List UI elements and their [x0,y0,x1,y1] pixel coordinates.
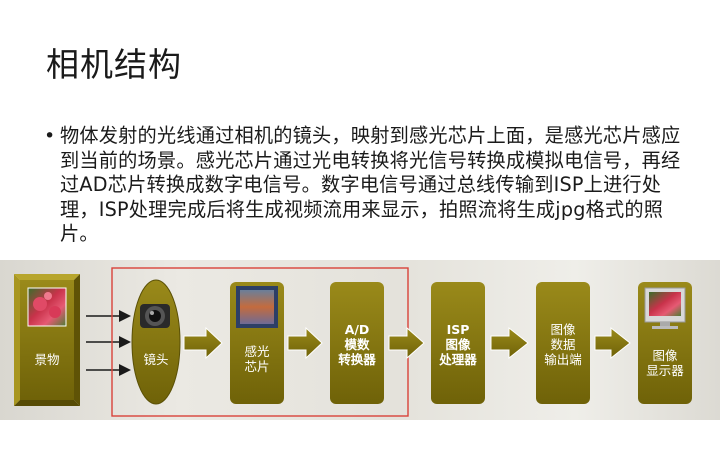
isp-box [431,282,485,404]
bullet-dot: • [44,125,56,147]
flower-photo-icon [27,287,67,327]
isp-label: ISP 图像 处理器 [439,322,477,367]
ad-box [330,282,384,404]
pipeline-graphics [14,267,692,417]
lens-label: 镜头 [143,352,169,367]
display-label: 图像 显示器 [646,348,684,378]
lens-ellipse [131,279,181,405]
slide-title: 相机结构 [46,45,182,84]
output-label: 图像 数据 输出端 [544,322,582,367]
sensor-chip-icon [236,286,278,328]
bullet-text: 物体发射的光线通过相机的镜头，映射到感光芯片上面，是感光芯片感应到当前的场景。感… [60,124,681,245]
camera-lens-icon [140,304,170,328]
output-box [536,282,590,404]
ad-label: A/D 模数 转换器 [338,322,376,367]
bullet-item: • 物体发射的光线通过相机的镜头，映射到感光芯片上面，是感光芯片感应到当前的场景… [44,124,694,247]
monitor-flower-icon [644,287,686,329]
block-arrows [183,326,631,360]
scene-label: 景物 [34,352,60,367]
sensor-label: 感光 芯片 [244,344,270,374]
camera-pipeline-diagram: 景物 镜头 感光 芯片 A/D 模数 转换器 ISP 图像 处理器 图像 数据 … [0,260,720,420]
